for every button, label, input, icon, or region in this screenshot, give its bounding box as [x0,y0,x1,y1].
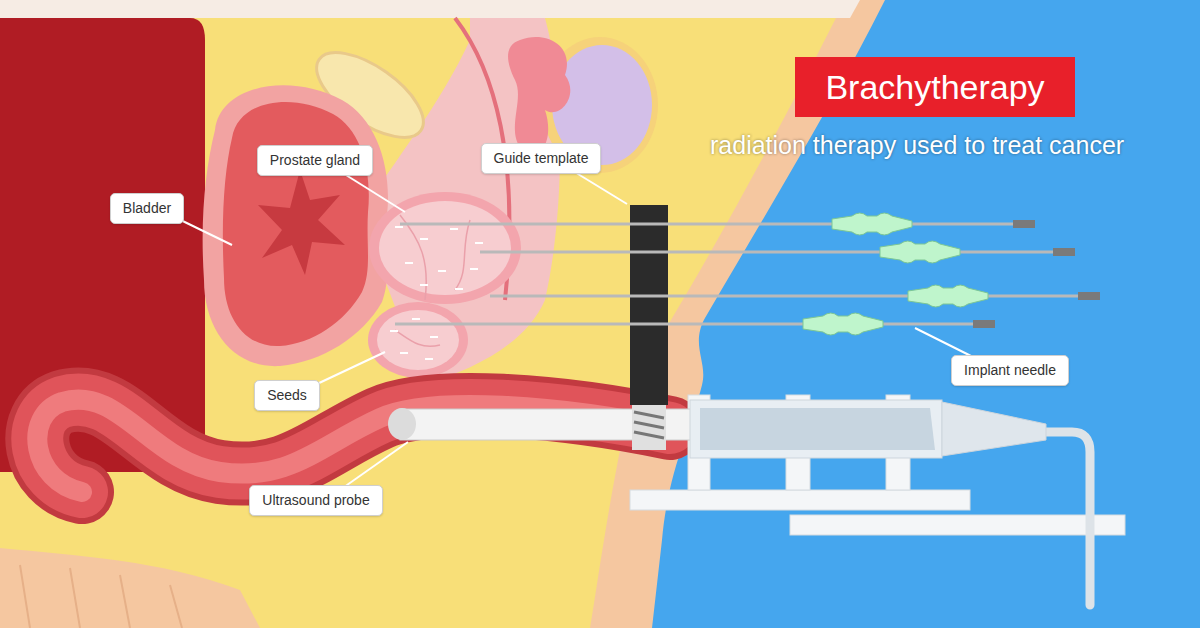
guide-template [634,412,664,438]
fat-tissue [0,0,845,628]
implant-needles [395,323,995,326]
label-text: Seeds [267,387,307,404]
ultrasound-probe [388,400,1046,458]
seeds [450,228,458,230]
implant-needles [803,213,988,335]
seeds [412,318,420,320]
probe-rails [630,490,970,510]
body-skin [0,0,885,628]
label-text: Ultrasound probe [262,492,369,509]
probe-rails [790,515,1125,535]
seeds [395,226,403,228]
title: Brachytherapy [825,68,1044,107]
fat-tissue [20,565,182,628]
callout-label: Implant needle [951,355,1069,386]
implant-needles [973,320,995,328]
seeds [420,238,428,240]
implant-needles [395,213,1100,335]
seeds [455,288,463,290]
seeds [405,262,413,264]
seeds [425,358,433,360]
seeds [400,352,408,354]
bladder [223,102,369,346]
implant-needles [490,295,1100,298]
seeds [420,284,428,286]
leader-lines [160,163,995,497]
fat-tissue [0,0,860,628]
label-text: Prostate gland [270,152,360,169]
prostate-gland [395,215,470,346]
callout-label: Ultrasound probe [249,485,382,516]
implant-needles [908,285,988,307]
implant-needles [1013,220,1035,228]
implant-needles [1078,292,1100,300]
bladder [258,170,345,275]
probe-cable [1045,432,1090,605]
seeds [390,330,398,332]
title-banner: Brachytherapy [795,57,1075,117]
guide-template [630,205,668,450]
ultrasound-probe [700,408,935,450]
guide-template [630,205,668,405]
body-skin [0,0,885,628]
implant-needles [480,251,1075,254]
caption: radiation therapy used to treat cancer [710,131,1124,160]
implant-needles [400,223,1035,226]
prostate-gland [368,302,468,378]
ultrasound-probe [388,408,416,440]
implant-needles [973,220,1100,328]
label-text: Bladder [123,200,171,217]
ultrasound-probe [400,409,692,440]
callout-label: Seeds [254,380,320,411]
seeds [430,336,438,338]
probe-cable [1045,432,1090,605]
bladder [203,85,388,366]
prostate-gland [369,192,521,304]
prostate-gland [377,310,459,370]
prostate-gland [368,192,521,378]
seeds [470,268,478,270]
callout-label: Prostate gland [257,145,373,176]
label-text: Implant needle [964,362,1056,379]
prostate-gland [379,201,511,295]
fat-tissue [0,0,860,18]
callout-label: Guide template [481,143,602,174]
ultrasound-probe [690,400,942,458]
guide-template [632,405,666,450]
pelvic-tissue [508,37,570,155]
bladder [203,85,388,366]
fat-tissue [0,548,260,628]
implant-needles [832,213,912,235]
seeds [438,270,446,272]
seeds [475,242,483,244]
ultrasound-probe [942,402,1046,456]
label-text: Guide template [494,150,589,167]
callout-label: Bladder [110,193,184,224]
implant-needles [1053,248,1075,256]
implant-needles [880,241,960,263]
probe-rails [630,395,1125,535]
implant-needles [803,313,883,335]
seeds [390,226,483,360]
